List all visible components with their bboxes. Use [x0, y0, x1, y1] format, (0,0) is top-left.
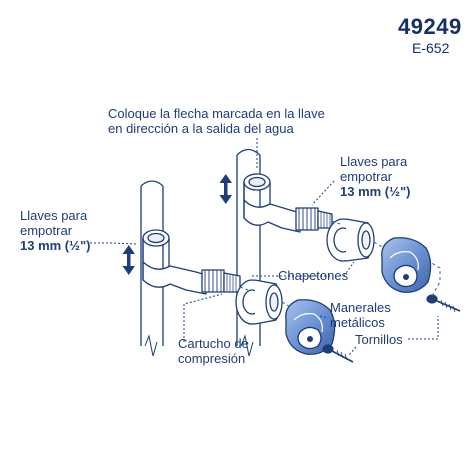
up-down-arrow-icon	[122, 245, 135, 275]
valve-left-label-line2: empotrar	[20, 223, 73, 238]
escutcheon-right	[326, 218, 375, 262]
valve-body-right	[243, 173, 333, 233]
valve-right-label-line3: 13 mm (½")	[340, 184, 411, 199]
assembly-centerlines	[239, 220, 441, 309]
up-down-arrow-icon	[219, 174, 232, 204]
valve-body-left	[142, 229, 241, 295]
product-code: 49249	[398, 14, 462, 39]
valve-right-label-line1: Llaves para	[340, 154, 408, 169]
handles-label-line1: Manerales	[330, 300, 391, 315]
leader-lines	[90, 138, 439, 357]
valve-left-label-line1: Llaves para	[20, 208, 88, 223]
handle-right	[381, 237, 432, 293]
screw-right	[426, 294, 461, 313]
product-model: E-652	[412, 40, 450, 56]
arrow-note-line1: Coloque la flecha marcada en la llave	[108, 106, 325, 121]
escutcheon-left	[235, 279, 283, 325]
escutcheons-label: Chapetones	[278, 268, 349, 283]
wall-pipe-left	[140, 180, 164, 357]
screw-left	[322, 344, 354, 363]
cartridge-label-line1: Cartucho de	[178, 336, 249, 351]
arrow-note-line2: en dirección a la salida del agua	[108, 121, 294, 136]
valve-left-label-line3: 13 mm (½")	[20, 238, 91, 253]
screws-label: Tornillos	[355, 332, 403, 347]
cartridge-label-line2: compresión	[178, 351, 246, 366]
handle-left	[285, 299, 336, 355]
handles-label-line2: metálicos	[330, 315, 385, 330]
valve-right-label-line2: empotrar	[340, 169, 393, 184]
